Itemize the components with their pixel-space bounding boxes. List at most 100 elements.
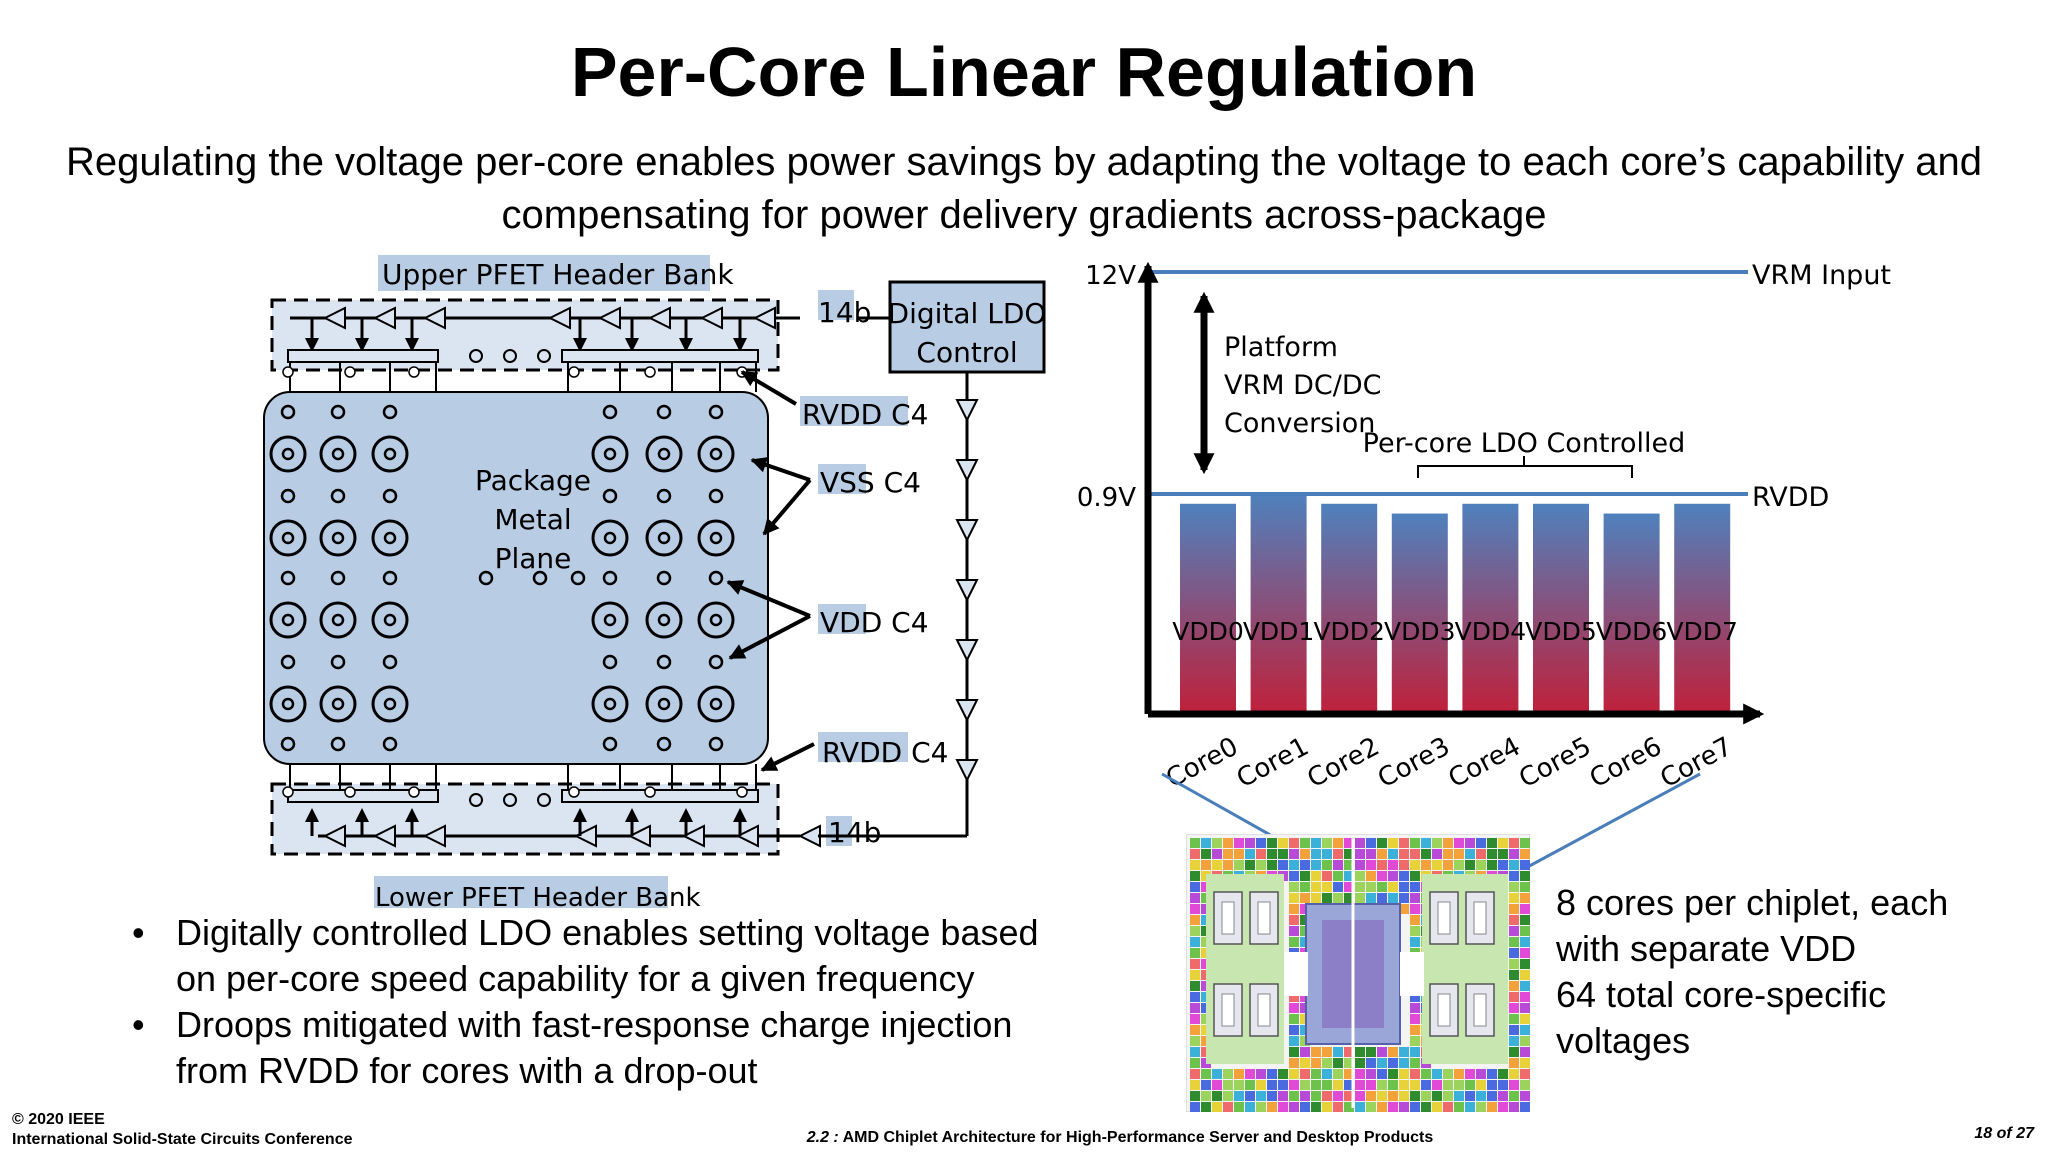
die-cell <box>1190 970 1200 980</box>
pfet-driver-icon <box>752 306 776 330</box>
die-cell <box>1245 1102 1255 1112</box>
c4-small-bump <box>602 488 618 504</box>
x-tick-label: Core7 <box>1656 732 1738 795</box>
die-cell <box>1300 1047 1310 1057</box>
pfet-driver-icon <box>547 306 571 330</box>
die-cell <box>1476 838 1486 848</box>
die-cell <box>1289 926 1299 936</box>
die-cell <box>1344 882 1354 892</box>
die-cell <box>1344 1080 1354 1090</box>
die-cell <box>1443 849 1453 859</box>
vss-c4-label: VSS C4 <box>820 466 921 499</box>
pfet-driver-icon <box>699 306 723 330</box>
die-cell <box>1465 838 1475 848</box>
plane-line2: Metal <box>494 503 571 536</box>
die-cell <box>1190 882 1200 892</box>
die-cell <box>1509 1047 1519 1057</box>
buffer-icon <box>955 399 979 423</box>
die-cell <box>1432 1091 1442 1101</box>
vss-c4-core <box>331 447 345 461</box>
die-cell <box>1344 1091 1354 1101</box>
die-cell <box>1509 893 1519 903</box>
die-cell <box>1520 1069 1530 1079</box>
c4-small-bump <box>330 488 346 504</box>
vss-c4-core <box>709 613 723 627</box>
vss-c4-core <box>603 447 617 461</box>
pfet-bar <box>561 349 759 363</box>
die-cell <box>1498 849 1508 859</box>
die-cell <box>1520 1014 1530 1024</box>
die-cell <box>1509 860 1519 870</box>
die-cell <box>1355 893 1365 903</box>
die-cell <box>1311 1102 1321 1112</box>
x-tick-label: Core3 <box>1373 732 1455 795</box>
die-cell <box>1289 1069 1299 1079</box>
die-cell <box>1278 1069 1288 1079</box>
die-cell <box>1509 882 1519 892</box>
die-cell <box>1377 1058 1387 1068</box>
c4-small-bump <box>478 570 494 586</box>
vss-c4-bump <box>319 435 357 473</box>
vss-c4-core <box>657 447 671 461</box>
pfet-driver-icon <box>372 824 396 848</box>
vss-c4-core <box>603 531 617 545</box>
die-cell <box>1190 1036 1200 1046</box>
bus-width-top: 14b <box>818 296 871 329</box>
vss-c4-bump <box>591 601 629 639</box>
die-cell <box>1410 838 1420 848</box>
vss-c4-bump <box>319 685 357 723</box>
pfet-driver-icon <box>735 824 759 848</box>
die-cell <box>1300 860 1310 870</box>
die-cell <box>1421 1069 1431 1079</box>
ldo-bracket <box>1417 456 1633 478</box>
footer-left: © 2020 IEEE International Solid-State Ci… <box>12 1110 353 1150</box>
die-cell <box>1520 849 1530 859</box>
die-cell <box>1256 1102 1266 1112</box>
die-cell <box>1300 1102 1310 1112</box>
die-cell <box>1190 1102 1200 1112</box>
c4-small-bump <box>330 570 346 586</box>
x-tick-label: Core5 <box>1514 732 1596 795</box>
die-cell <box>1190 948 1200 958</box>
die-cell <box>1289 871 1299 881</box>
rvdd-c4-bump <box>568 786 580 798</box>
die-cell <box>1388 1080 1398 1090</box>
die-cell <box>1190 1014 1200 1024</box>
die-cell <box>1399 849 1409 859</box>
die-cell <box>1487 1069 1497 1079</box>
die-cell <box>1421 1102 1431 1112</box>
bar-label: VDD2 <box>1313 617 1385 646</box>
die-cell <box>1520 882 1530 892</box>
rvdd-c4-bump <box>282 786 294 798</box>
die-cell <box>1388 1047 1398 1057</box>
die-cell <box>1509 981 1519 991</box>
die-cell <box>1355 1058 1365 1068</box>
buffer-icon <box>955 699 979 723</box>
pointer-arrow <box>762 478 812 536</box>
die-cell <box>1454 849 1464 859</box>
die-cell <box>1520 871 1530 881</box>
die-cell <box>1234 1102 1244 1112</box>
die-cell <box>1289 1014 1299 1024</box>
die-cell <box>1366 1102 1376 1112</box>
die-cell <box>1190 1091 1200 1101</box>
x-tick-label: Core4 <box>1444 732 1526 795</box>
die-cell <box>1520 1036 1530 1046</box>
die-cell <box>1278 838 1288 848</box>
die-cell <box>1278 1091 1288 1101</box>
die-cell <box>1278 1080 1288 1090</box>
die-cell <box>1432 1102 1442 1112</box>
die-cell <box>1520 926 1530 936</box>
die-cell <box>1476 860 1486 870</box>
die-cell <box>1443 838 1453 848</box>
core-sub-block <box>1437 993 1451 1027</box>
die-cell <box>1212 860 1222 870</box>
pfet-bar <box>561 789 759 803</box>
buffer-icon <box>955 579 979 603</box>
die-cell <box>1190 1080 1200 1090</box>
die-cell <box>1399 1080 1409 1090</box>
vss-c4-bump <box>319 601 357 639</box>
die-cell <box>1289 1036 1299 1046</box>
vrm-input-label: VRM Input <box>1752 260 1891 291</box>
